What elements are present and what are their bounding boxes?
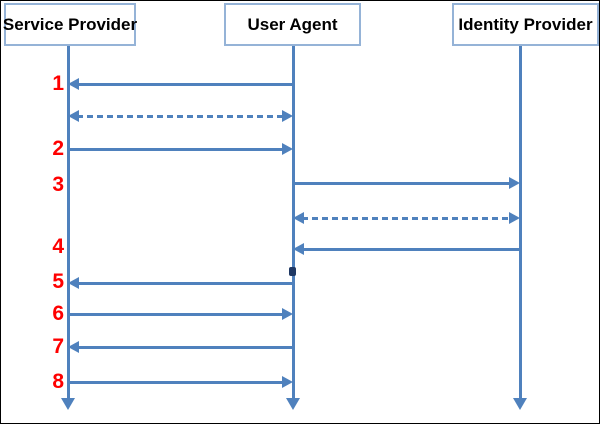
actor-box-service-provider: Service Provider [2, 3, 138, 46]
step-number-3: 3 [52, 173, 64, 196]
msg-dashed-ua-idp-arrowhead-right [509, 212, 520, 224]
msg-dashed-sp-ua-line [77, 115, 284, 118]
msg-5-line [77, 282, 293, 285]
step-number-7: 7 [52, 335, 64, 358]
step-number-6: 6 [52, 302, 64, 325]
msg-6-line [68, 313, 284, 316]
msg-8-line [68, 381, 284, 384]
msg-dashed-sp-ua-arrowhead-right [282, 110, 293, 122]
step-number-5: 5 [52, 270, 64, 293]
lifeline-arrowhead-user-agent [286, 398, 300, 410]
step-number-8: 8 [52, 370, 64, 393]
actor-label-service-provider: Service Provider [2, 14, 138, 34]
msg-2-line [68, 148, 284, 151]
msg-1-arrowhead-left [68, 78, 79, 90]
step-number-1: 1 [52, 72, 64, 95]
lifeline-arrowhead-identity-provider [513, 398, 527, 410]
step-number-2: 2 [52, 137, 64, 160]
actor-label-user-agent: User Agent [247, 14, 338, 34]
msg-1-line [77, 83, 293, 86]
msg-5-arrowhead-left [68, 277, 79, 289]
msg-2-arrowhead-right [282, 143, 293, 155]
lifeline-tick-mark [289, 267, 296, 276]
msg-6-arrowhead-right [282, 308, 293, 320]
actor-box-identity-provider: Identity Provider [452, 3, 599, 46]
msg-dashed-ua-idp-arrowhead-left [293, 212, 304, 224]
msg-3-arrowhead-right [509, 177, 520, 189]
actor-label-identity-provider: Identity Provider [458, 14, 593, 34]
msg-7-arrowhead-left [68, 341, 79, 353]
msg-3-line [293, 182, 511, 185]
msg-4-arrowhead-left [293, 243, 304, 255]
lifeline-service-provider [67, 46, 70, 398]
msg-dashed-ua-idp-line [302, 217, 511, 220]
lifeline-arrowhead-service-provider [61, 398, 75, 410]
lifeline-identity-provider [519, 46, 522, 398]
msg-4-line [302, 248, 520, 251]
msg-8-arrowhead-right [282, 376, 293, 388]
msg-7-line [77, 346, 293, 349]
actor-box-user-agent: User Agent [224, 3, 361, 46]
step-number-4: 4 [52, 235, 64, 258]
msg-dashed-sp-ua-arrowhead-left [68, 110, 79, 122]
